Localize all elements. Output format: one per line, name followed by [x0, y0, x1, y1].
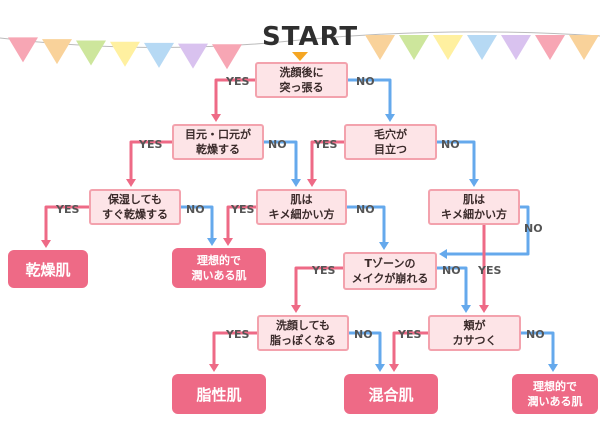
- yes-connector-head: [307, 179, 317, 187]
- bunting-flag: [76, 40, 106, 66]
- no-connector-head: [385, 114, 395, 122]
- question-fine-texture-right: 肌は キメ細かい方: [428, 189, 520, 225]
- yes-label: YES: [56, 203, 80, 216]
- no-label: NO: [356, 203, 375, 216]
- question-face-tight: 洗顔後に 突っ張る: [255, 62, 348, 98]
- question-oily-after-wash: 洗顔しても 脂っぽくなる: [257, 315, 349, 351]
- no-connector: [181, 205, 214, 240]
- yes-label: YES: [231, 203, 255, 216]
- no-label: NO: [356, 75, 375, 88]
- no-label: NO: [354, 328, 373, 341]
- yes-label: YES: [139, 138, 163, 151]
- yes-connector: [294, 266, 343, 307]
- bunting-flag: [433, 35, 463, 60]
- result-oily-skin: 脂性肌: [172, 374, 266, 414]
- yes-connector-head: [126, 179, 136, 187]
- bunting-flag: [501, 35, 531, 60]
- no-label: NO: [441, 138, 460, 151]
- no-connector-head: [461, 305, 471, 313]
- bunting-flag: [365, 35, 395, 60]
- bunting-flag: [212, 44, 242, 70]
- yes-label: YES: [226, 328, 250, 341]
- result-combination-skin: 混合肌: [344, 374, 438, 414]
- no-label: NO: [442, 264, 461, 277]
- yes-connector-head: [291, 305, 301, 313]
- question-dry-after-moisturizing: 保湿しても すぐ乾燥する: [89, 189, 181, 225]
- bunting-flag: [467, 35, 497, 60]
- no-label: NO: [526, 328, 545, 341]
- no-connector-head: [469, 179, 479, 187]
- yes-connector: [129, 140, 172, 181]
- no-connector: [437, 140, 476, 181]
- yes-connector: [310, 140, 344, 181]
- bunting-flag: [178, 43, 208, 69]
- no-connector-head: [207, 238, 217, 246]
- bunting-flag: [399, 35, 429, 60]
- yes-connector-head: [389, 364, 399, 372]
- no-connector-head: [375, 364, 385, 372]
- bunting-flag: [110, 41, 140, 67]
- yes-label: YES: [478, 264, 502, 277]
- bunting-flag: [8, 37, 38, 63]
- yes-connector: [226, 205, 256, 240]
- question-cheeks-rough: 頬が カサつく: [428, 315, 521, 351]
- yes-label: YES: [226, 75, 250, 88]
- bunting-flag: [42, 39, 72, 65]
- bunting-flag: [535, 35, 565, 60]
- yes-connector: [214, 78, 255, 116]
- start-title: START: [262, 22, 359, 52]
- start-arrow-icon: [292, 52, 308, 61]
- no-connector: [521, 331, 555, 366]
- no-connector-head: [291, 179, 301, 187]
- yes-label: YES: [312, 264, 336, 277]
- no-connector: [437, 266, 468, 307]
- no-connector-head: [548, 364, 558, 372]
- question-fine-texture-left: 肌は キメ細かい方: [256, 189, 347, 225]
- yes-connector: [44, 205, 89, 242]
- yes-connector-head: [209, 364, 219, 372]
- yes-connector: [392, 331, 428, 366]
- no-connector: [445, 205, 530, 256]
- question-eye-mouth-dry: 目元・口元が 乾燥する: [172, 124, 264, 160]
- result-ideal-skin-right: 理想的で 潤いある肌: [512, 374, 598, 414]
- yes-connector: [212, 331, 257, 366]
- yes-connector-head: [223, 238, 233, 246]
- yes-connector-head: [41, 240, 51, 248]
- result-dry-skin: 乾燥肌: [8, 250, 88, 288]
- no-connector: [349, 331, 382, 366]
- result-ideal-skin-left: 理想的で 潤いある肌: [172, 248, 266, 288]
- no-connector: [347, 205, 386, 244]
- question-tzone-makeup: Tゾーンの メイクが崩れる: [343, 252, 437, 290]
- no-connector: [264, 140, 298, 181]
- yes-connector-head: [479, 305, 489, 313]
- yes-label: YES: [314, 138, 338, 151]
- no-connector-head: [439, 249, 447, 259]
- question-pores-visible: 毛穴が 目立つ: [344, 124, 437, 160]
- bunting-flag: [144, 42, 174, 68]
- no-connector-head: [379, 242, 389, 250]
- no-label: NO: [268, 138, 287, 151]
- bunting-flag: [569, 35, 599, 60]
- yes-label: YES: [398, 328, 422, 341]
- no-label: NO: [186, 203, 205, 216]
- yes-connector-head: [211, 114, 221, 122]
- no-connector: [348, 78, 392, 116]
- no-label: NO: [524, 222, 543, 235]
